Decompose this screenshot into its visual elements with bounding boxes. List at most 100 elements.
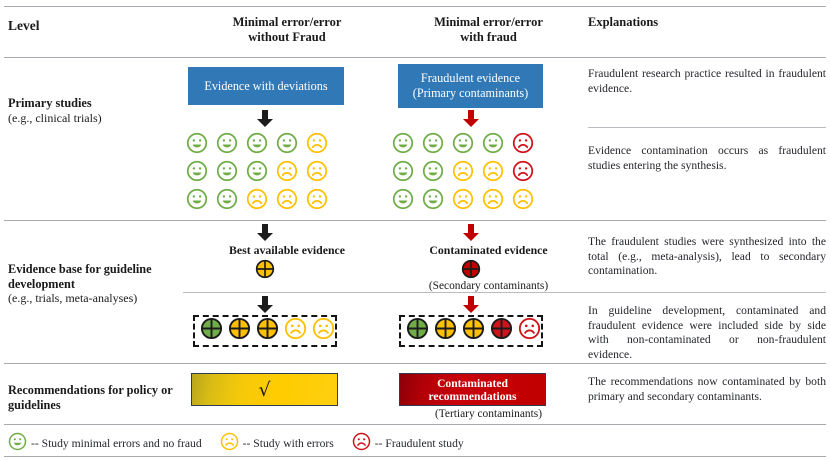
legend-item: -- Fraudulent study bbox=[352, 432, 464, 454]
green-smiley-icon bbox=[392, 132, 414, 154]
legend-item-label: -- Fraudulent study bbox=[374, 436, 464, 450]
red-frown-icon bbox=[512, 132, 534, 154]
row-label-recommendations: Recommendations for policy or guidelines bbox=[8, 383, 183, 412]
yellow-frown-icon bbox=[306, 188, 328, 210]
target-red-contaminated-evidence bbox=[461, 259, 481, 284]
green-smiley-icon bbox=[186, 132, 208, 154]
gold-target-icon bbox=[228, 317, 251, 345]
row-label-primary-studies: Primary studies (e.g., clinical trials) bbox=[8, 96, 183, 125]
arrow-down-black-row2a bbox=[257, 224, 273, 241]
green-smiley-icon bbox=[392, 160, 414, 182]
green-smiley-icon bbox=[422, 188, 444, 210]
gold-target-icon bbox=[462, 317, 485, 345]
recommendation-bar-contaminated[interactable]: Contaminated recommendations bbox=[399, 373, 546, 406]
green-smiley-icon bbox=[186, 160, 208, 182]
explanation-1: Fraudulent research practice resulted in… bbox=[588, 67, 826, 95]
header-col-b-line1: Minimal error/error bbox=[434, 15, 543, 29]
explanation-4: In guideline development, contaminated a… bbox=[588, 304, 826, 361]
arrow-down-red-row2a bbox=[463, 224, 479, 241]
green-smiley-icon bbox=[276, 132, 298, 154]
explanation-2: Evidence contamination occurs as fraudul… bbox=[588, 144, 826, 172]
green-smiley-icon bbox=[452, 132, 474, 154]
recommendation-bar-good[interactable]: √ bbox=[191, 373, 338, 406]
gold-target-icon bbox=[256, 317, 279, 345]
recommendation-bar-line2: recommendations bbox=[428, 389, 517, 403]
legend: -- Study minimal errors and no fraud -- … bbox=[8, 432, 822, 454]
rule-row2-mid bbox=[183, 292, 826, 293]
red-target-icon bbox=[490, 317, 513, 345]
green-smiley-icon bbox=[216, 188, 238, 210]
target-red-icon bbox=[461, 259, 481, 279]
red-frown-icon bbox=[518, 317, 541, 345]
header-level: Level bbox=[8, 18, 40, 33]
rule-legend-bottom bbox=[4, 456, 826, 457]
caption-secondary-contaminants: (Secondary contaminants) bbox=[428, 280, 549, 292]
green-smiley-icon bbox=[216, 132, 238, 154]
dashed-box-contaminated bbox=[399, 315, 543, 347]
yellow-frown-icon bbox=[482, 160, 504, 182]
green-smiley-icon bbox=[186, 188, 208, 210]
green-smiley-icon bbox=[246, 160, 268, 182]
legend-item: -- Study with errors bbox=[220, 432, 334, 454]
yellow-frown-icon bbox=[306, 132, 328, 154]
arrow-down-black-row1 bbox=[257, 110, 273, 127]
green-smiley-icon bbox=[482, 132, 504, 154]
explanation-5: The recommendations now contaminated by … bbox=[588, 375, 826, 403]
box-fraudulent-evidence[interactable]: Fraudulent evidence (Primary contaminant… bbox=[398, 64, 543, 108]
row-label-evidence-base: Evidence base for guideline development … bbox=[8, 262, 183, 306]
rule-row1-bottom bbox=[4, 220, 826, 221]
target-gold-icon bbox=[255, 259, 275, 279]
yellow-frown-icon bbox=[452, 160, 474, 182]
header-col-a-line2: without Fraud bbox=[248, 30, 326, 44]
arrow-down-red-row2b bbox=[463, 296, 479, 313]
rule-row2-bottom bbox=[4, 363, 826, 364]
green-target-icon bbox=[406, 317, 429, 345]
box-fraudulent-evidence-line1: Fraudulent evidence bbox=[420, 71, 521, 85]
rule-header-bottom bbox=[4, 57, 826, 58]
caption-best-available-evidence: Best available evidence bbox=[229, 243, 345, 257]
row-label-primary-title: Primary studies bbox=[8, 96, 92, 110]
rule-row3-bottom bbox=[4, 424, 826, 425]
box-evidence-with-deviations[interactable]: Evidence with deviations bbox=[188, 67, 344, 105]
rule-top bbox=[4, 6, 826, 7]
yellow-frown-icon bbox=[512, 188, 534, 210]
header-explanations: Explanations bbox=[588, 15, 659, 29]
green-smiley-icon bbox=[422, 160, 444, 182]
yellow-frown-icon bbox=[220, 432, 239, 454]
green-smiley-icon bbox=[8, 432, 27, 454]
header-col-a-line1: Minimal error/error bbox=[232, 15, 342, 29]
header-col-b: Minimal error/error with fraud bbox=[391, 15, 586, 45]
header-col-a: Minimal error/error without Fraud bbox=[183, 15, 391, 45]
row-label-recommendations-title: Recommendations for policy or guidelines bbox=[8, 383, 173, 412]
row-label-evidence-sub: (e.g., trials, meta-analyses) bbox=[8, 291, 138, 305]
explanation-3: The fraudulent studies were synthesized … bbox=[588, 235, 826, 278]
gold-target-icon bbox=[434, 317, 457, 345]
red-frown-icon bbox=[352, 432, 371, 454]
caption-tertiary-contaminants: (Tertiary contaminants) bbox=[434, 408, 543, 420]
yellow-frown-icon bbox=[276, 188, 298, 210]
yellow-frown-icon bbox=[482, 188, 504, 210]
arrow-down-red-row1 bbox=[463, 110, 479, 127]
row-label-evidence-title: Evidence base for guideline development bbox=[8, 262, 152, 291]
green-smiley-icon bbox=[422, 132, 444, 154]
green-target-icon bbox=[200, 317, 223, 345]
box-fraudulent-evidence-line2: (Primary contaminants) bbox=[412, 86, 529, 100]
yellow-frown-icon bbox=[276, 160, 298, 182]
red-frown-icon bbox=[512, 160, 534, 182]
header-col-b-line2: with fraud bbox=[460, 30, 517, 44]
arrow-down-black-row2b bbox=[257, 296, 273, 313]
smiley-grid-without-fraud bbox=[186, 132, 330, 212]
legend-item-label: -- Study with errors bbox=[242, 436, 334, 450]
rule-row1-mid bbox=[588, 127, 826, 128]
checkmark-icon: √ bbox=[258, 378, 271, 401]
caption-contaminated-evidence: Contaminated evidence bbox=[429, 243, 548, 257]
legend-item: -- Study minimal errors and no fraud bbox=[8, 432, 202, 454]
green-smiley-icon bbox=[216, 160, 238, 182]
target-gold-best-evidence bbox=[255, 259, 275, 284]
legend-item-label: -- Study minimal errors and no fraud bbox=[31, 436, 202, 450]
green-smiley-icon bbox=[246, 132, 268, 154]
yellow-frown-icon bbox=[306, 160, 328, 182]
yellow-frown-icon bbox=[246, 188, 268, 210]
row-label-primary-sub: (e.g., clinical trials) bbox=[8, 110, 102, 125]
dashed-box-best-available bbox=[193, 315, 337, 347]
